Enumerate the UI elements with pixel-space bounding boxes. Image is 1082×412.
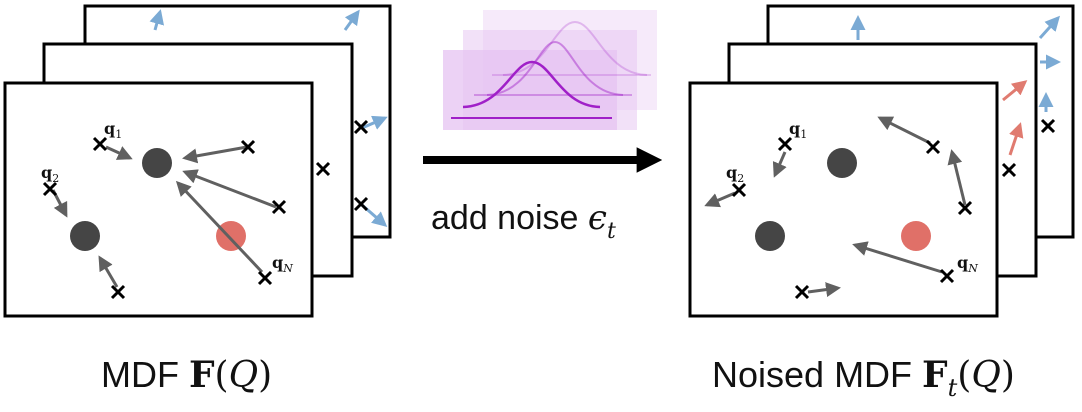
noise-illustration [443,10,657,130]
x-marker [1001,162,1017,178]
x-marker [731,182,747,198]
gray-arrow [947,149,967,206]
gray-arrow [704,191,736,208]
red-arrow [1008,122,1024,156]
query-label-qn: qN [957,253,978,275]
gray-arrow [807,282,841,298]
right-caption: Noised MDF Ft(Q) [712,354,1015,402]
dark-point [827,148,857,178]
x-marker [92,136,108,152]
gray-arrow [175,180,264,274]
query-label-q1: q1 [104,119,122,141]
query-label-q2: q2 [726,163,744,185]
x-marker [42,181,58,197]
dark-point [755,221,785,251]
x-marker [315,161,331,177]
x-marker [925,139,941,155]
gray-arrow [105,145,133,160]
gray-arrow [182,169,277,209]
x-marker [939,268,955,284]
blue-arrow [343,9,360,31]
query-label-qn: qN [272,253,293,275]
gray-arrow [852,241,943,274]
gray-arrow [772,151,787,178]
x-marker [777,136,793,152]
right-frame-front: q1 q2 qN [688,81,999,318]
x-marker [794,284,810,300]
left-mdf-stack: q1 q2 qN [3,4,392,318]
red-point [901,221,931,251]
gray-arrow [98,255,119,288]
gray-arrow [877,116,931,145]
x-marker [353,119,369,135]
dark-point [142,148,172,178]
x-marker [1040,118,1056,134]
x-marker [257,270,273,286]
gaussian-curve-front [462,60,601,109]
x-marker [353,196,369,212]
blue-arrow [1038,15,1061,40]
blue-arrow [149,9,165,31]
red-point [216,221,246,251]
query-label-q1: q1 [789,119,807,141]
add-noise-label: add noise ϵt [431,198,616,244]
query-label-q2: q2 [41,163,59,185]
x-marker [240,139,256,155]
gaussian-curve-middle [486,40,624,96]
left-frame-front: q1 q2 qN [3,81,314,318]
red-arrow [1002,80,1028,102]
x-marker [957,200,973,216]
x-marker [271,199,287,215]
right-mdf-stack: q1 q2 qN [688,4,1075,318]
x-marker [110,284,126,300]
gray-arrow [182,145,248,164]
blue-arrow [361,115,388,130]
dark-point [70,221,100,251]
left-caption: MDF F(Q) [101,354,272,396]
